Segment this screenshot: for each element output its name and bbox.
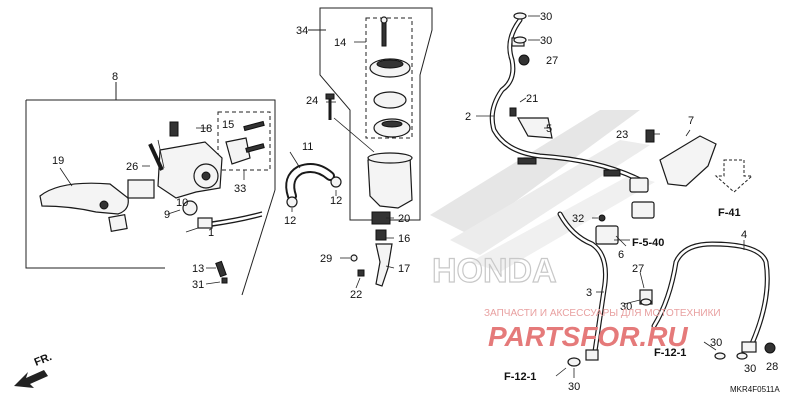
master-cylinder — [127, 121, 223, 216]
callout-21: 21 — [526, 93, 538, 105]
callout-29: 29 — [320, 253, 332, 265]
diagram-code: MKR4F0511A — [730, 385, 780, 394]
reservoir-cap-assembly — [369, 16, 411, 138]
callout-27-a: 27 — [546, 55, 558, 67]
section-references: F-41 F-5-40 F-12-1 F-12-1 — [504, 207, 741, 383]
callout-30-f: 30 — [568, 381, 580, 393]
brake-hose-3 — [557, 211, 608, 361]
callout-6: 6 — [618, 249, 624, 261]
bracket-7 — [645, 129, 717, 187]
hose-clamp-5 — [509, 107, 553, 139]
brake-lever — [39, 182, 129, 232]
honda-wing-watermark: HONDA — [430, 110, 655, 291]
callout-28: 28 — [766, 361, 778, 373]
callout-14: 14 — [334, 37, 346, 49]
honda-watermark-text: HONDA — [432, 252, 557, 290]
callout-22: 22 — [350, 289, 362, 301]
callout-8: 8 — [112, 71, 118, 83]
ref-f540: F-5-40 — [632, 237, 664, 249]
front-direction-arrow — [14, 370, 48, 388]
callout-3: 3 — [586, 287, 592, 299]
callout-5: 5 — [546, 123, 552, 135]
part-callouts: 1 2 3 4 5 6 7 8 9 10 11 12 12 13 14 15 1… — [52, 11, 778, 393]
site-watermark-tagline: ЗАПЧАСТИ И АКСЕССУАРЫ ДЛЯ МОТОТЕХНИКИ — [484, 308, 721, 319]
callout-30-e: 30 — [744, 363, 756, 375]
callout-23: 23 — [616, 129, 628, 141]
site-watermark: ЗАПЧАСТИ И АКСЕССУАРЫ ДЛЯ МОТОТЕХНИКИ PA… — [484, 308, 721, 352]
callout-19: 19 — [52, 155, 64, 167]
callout-32: 32 — [572, 213, 584, 225]
sealing-washers — [513, 12, 748, 367]
callout-26: 26 — [126, 161, 138, 173]
callout-4: 4 — [741, 229, 747, 241]
bolt-28 — [764, 342, 776, 354]
callout-2: 2 — [465, 111, 471, 123]
callout-17: 17 — [398, 263, 410, 275]
callout-30-d: 30 — [710, 337, 722, 349]
leader-lines — [59, 15, 745, 378]
callout-20: 20 — [398, 213, 410, 225]
direction-label: FR. — [33, 351, 54, 369]
bolt-26 — [148, 143, 164, 171]
reservoir-tank — [367, 152, 413, 225]
callout-15: 15 — [222, 119, 234, 131]
screw-13-31 — [215, 260, 228, 284]
callout-30-b: 30 — [540, 35, 552, 47]
callout-13: 13 — [192, 263, 204, 275]
callout-12-b: 12 — [330, 195, 342, 207]
callout-34: 34 — [296, 25, 308, 37]
bolt-27-upper — [518, 54, 530, 66]
callout-31: 31 — [192, 279, 204, 291]
callout-33: 33 — [234, 183, 246, 195]
callout-12-a: 12 — [284, 215, 296, 227]
callout-30-a: 30 — [540, 11, 552, 23]
brake-switch — [197, 211, 263, 229]
callout-9: 9 — [164, 209, 170, 221]
callout-11: 11 — [302, 141, 313, 153]
callout-18: 18 — [200, 123, 212, 135]
group-33-frame — [217, 111, 271, 180]
three-way-joint — [595, 177, 655, 245]
callout-7: 7 — [688, 115, 694, 127]
group-14-frame — [354, 17, 413, 139]
reservoir-stay — [350, 229, 393, 287]
ref-f121-right: F-12-1 — [654, 347, 686, 359]
reference-arrow-f41 — [714, 159, 754, 193]
ref-f41: F-41 — [718, 207, 741, 219]
reservoir-hose — [285, 163, 342, 208]
callout-24: 24 — [306, 95, 318, 107]
ref-f121-bottom: F-12-1 — [504, 371, 536, 383]
holder-33 — [225, 120, 265, 165]
callout-27-b: 27 — [632, 263, 644, 275]
group-8-frame — [25, 82, 276, 296]
callout-1: 1 — [208, 227, 214, 239]
callout-30-c: 30 — [620, 301, 632, 313]
group-34-frame — [308, 7, 433, 221]
site-watermark-logo: PARTSFOR.RU — [488, 321, 688, 352]
callout-16: 16 — [398, 233, 410, 245]
callout-10: 10 — [176, 197, 188, 209]
